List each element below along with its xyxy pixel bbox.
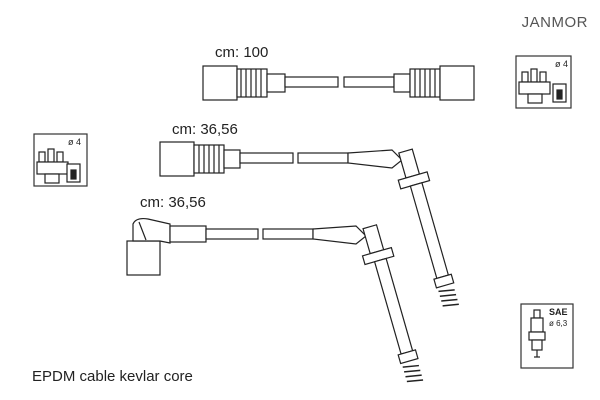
cap-left-diameter: ø 4	[68, 137, 82, 147]
brand-name: JANMOR	[521, 14, 588, 31]
cable-3-angle-boot	[126, 240, 161, 276]
cable-2-left-boot	[159, 141, 195, 177]
cable-1-right-boot	[439, 65, 475, 101]
cable-3-wire	[205, 228, 259, 240]
cable-1-left-boot	[202, 65, 238, 101]
cable-1-length-label: cm: 100	[214, 44, 270, 61]
cable-2	[159, 141, 459, 307]
plug-diameter-label: ø 6,3	[549, 319, 568, 328]
cable-3	[126, 217, 424, 383]
cable-description: EPDM cable kevlar core	[32, 368, 193, 385]
cable-2-length-label: cm: 36,56	[172, 121, 238, 138]
plug-standard-label: SAE	[549, 307, 568, 317]
spark-plug-icon	[520, 303, 574, 369]
cable-2-spark-plug-boot	[397, 148, 459, 307]
cap-right-diameter: ø 4	[555, 59, 569, 69]
cable-2-wire	[239, 152, 294, 164]
cable-1-wire	[284, 76, 339, 88]
cable-3-length-label: cm: 36,56	[140, 194, 206, 211]
cable-3-spark-plug-boot	[361, 224, 424, 383]
distributor-cap-icon	[515, 55, 572, 109]
cable-1	[202, 65, 475, 101]
distributor-cap-icon	[33, 133, 88, 187]
